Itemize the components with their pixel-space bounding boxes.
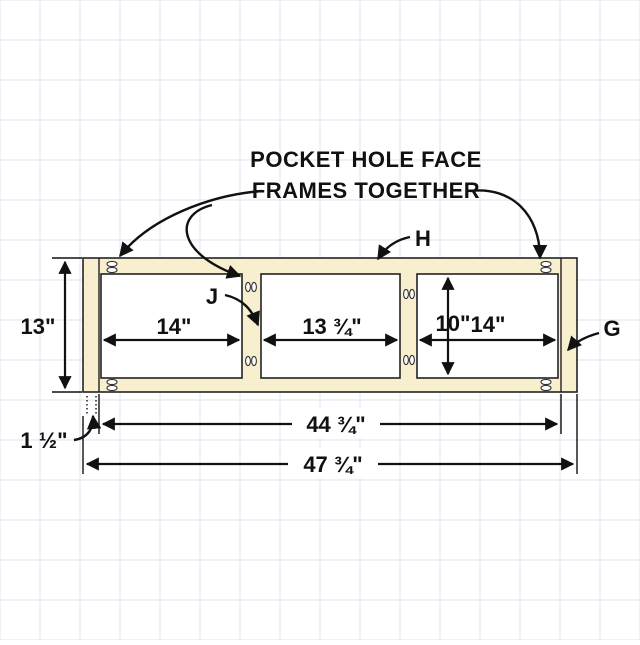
leader-arrow-j — [224, 293, 260, 327]
part-label-h: H — [415, 226, 431, 251]
pocket-hole — [409, 354, 415, 366]
leader-arrow-g — [567, 331, 600, 352]
leader-arrow-divider — [185, 203, 242, 279]
pocket-hole — [403, 354, 409, 366]
stile-width-label: 1 ½" — [20, 428, 67, 453]
pocket-hole — [403, 288, 409, 300]
part-label-g: G — [603, 316, 620, 341]
left-opening — [100, 273, 243, 379]
pocket-hole — [106, 384, 118, 392]
pocket-hole — [251, 281, 257, 293]
pocket-hole — [245, 355, 251, 367]
middle-opening — [260, 273, 401, 379]
pocket-hole — [540, 266, 552, 274]
pocket-hole — [409, 288, 415, 300]
leader-arrow-h — [376, 235, 411, 261]
callout-title-line2: FRAMES TOGETHER — [252, 178, 480, 203]
right-opening-height-label: 10" — [436, 311, 471, 336]
right-opening — [416, 273, 559, 379]
pocket-hole — [106, 266, 118, 274]
callout-title-line1: POCKET HOLE FACE — [250, 147, 482, 172]
leader-arrow-stile — [73, 414, 102, 442]
right-opening-width-label: 14" — [471, 312, 506, 337]
left-opening-dimension-label: 14" — [157, 314, 192, 339]
pocket-hole — [251, 355, 257, 367]
part-label-j: J — [206, 284, 218, 309]
leader-arrow-right-corner — [469, 189, 548, 260]
inner-width-label-bg — [292, 408, 380, 438]
pocket-hole — [540, 384, 552, 392]
height-dimension-label: 13" — [21, 314, 56, 339]
pocket-hole — [106, 378, 118, 386]
pocket-hole — [245, 281, 251, 293]
middle-opening-dimension-label: 13 ¾" — [302, 314, 361, 339]
pocket-hole — [106, 260, 118, 268]
overall-width-label-bg — [288, 448, 378, 478]
pocket-holes — [106, 260, 552, 392]
inner-width-label: 44 ¾" — [306, 412, 365, 437]
leader-arrow-left-corner — [119, 189, 263, 258]
pocket-hole — [540, 378, 552, 386]
overall-width-label: 47 ¾" — [303, 452, 362, 477]
pocket-hole — [540, 260, 552, 268]
